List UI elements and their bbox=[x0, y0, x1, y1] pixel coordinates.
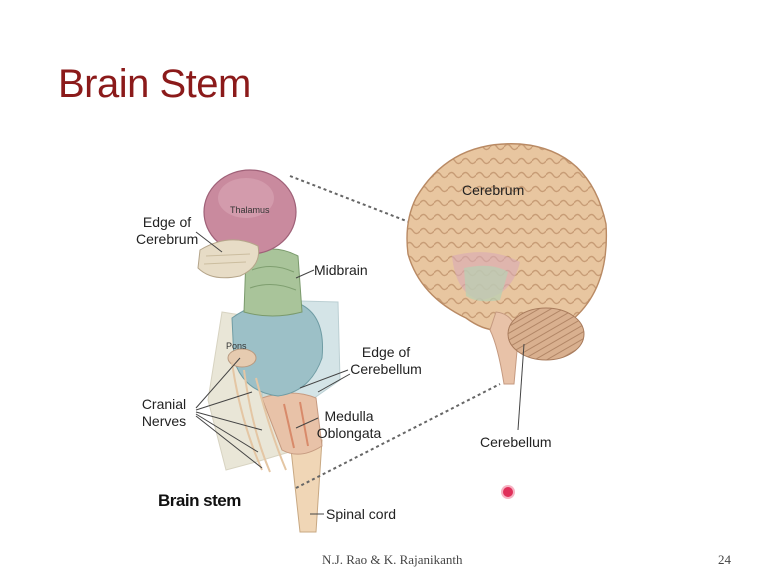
label-midbrain: Midbrain bbox=[314, 262, 368, 279]
label-edge-of-cerebrum-line2: Cerebrum bbox=[136, 231, 198, 248]
label-spinal-cord: Spinal cord bbox=[326, 506, 396, 523]
label-edge-of-cerebellum-line1: Edge of bbox=[348, 344, 424, 361]
label-edge-of-cerebrum-line1: Edge of bbox=[136, 214, 198, 231]
label-edge-of-cerebellum-line2: Cerebellum bbox=[348, 361, 424, 378]
page-number: 24 bbox=[718, 552, 731, 568]
label-edge-of-cerebrum: Edge of Cerebrum bbox=[136, 214, 198, 248]
label-pons: Pons bbox=[226, 338, 247, 355]
label-cranial-nerves-line2: Nerves bbox=[138, 413, 190, 430]
brain-stem-drawing bbox=[196, 170, 350, 532]
label-thalamus: Thalamus bbox=[230, 202, 270, 219]
label-cerebrum: Cerebrum bbox=[462, 182, 524, 199]
slide-footer: N.J. Rao & K. Rajanikanth bbox=[322, 552, 462, 568]
label-cerebellum: Cerebellum bbox=[480, 434, 552, 451]
label-brain-stem: Brain stem bbox=[158, 492, 241, 509]
label-medulla-line1: Medulla bbox=[314, 408, 384, 425]
label-cranial-nerves: Cranial Nerves bbox=[138, 396, 190, 430]
laser-pointer-dot bbox=[503, 487, 513, 497]
label-edge-of-cerebellum: Edge of Cerebellum bbox=[348, 344, 424, 378]
label-cranial-nerves-line1: Cranial bbox=[138, 396, 190, 413]
label-medulla-line2: Oblongata bbox=[314, 425, 384, 442]
label-medulla-oblongata: Medulla Oblongata bbox=[314, 408, 384, 442]
